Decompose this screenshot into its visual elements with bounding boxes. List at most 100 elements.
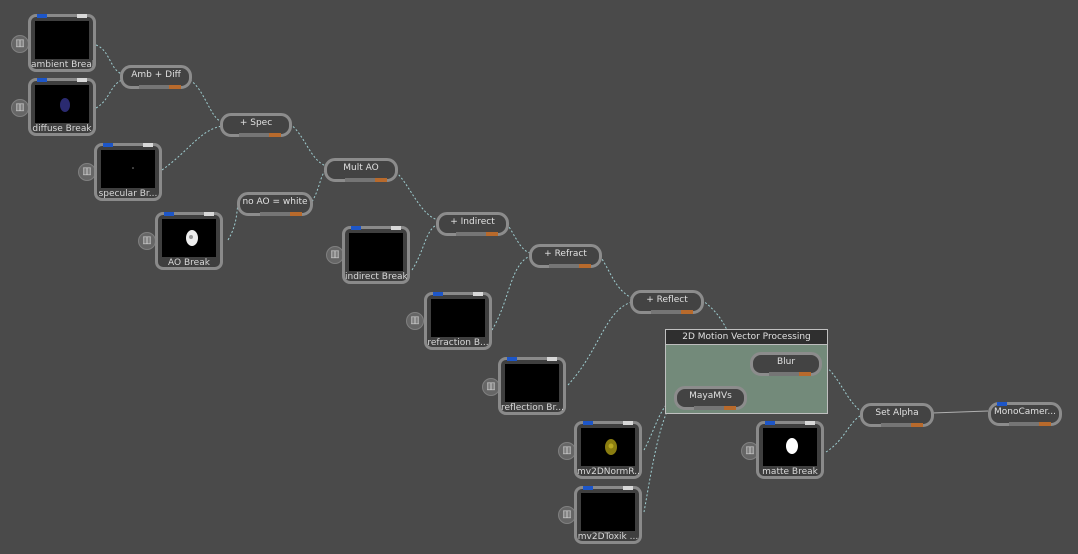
node-label: Blur	[776, 357, 796, 367]
camera-icon[interactable]: ▥	[11, 35, 29, 53]
read-node-reflection[interactable]: reflection Br...	[498, 357, 566, 415]
port-blue[interactable]	[765, 421, 775, 425]
read-node-specular[interactable]: specular Br...	[94, 143, 162, 201]
port-white[interactable]	[473, 292, 483, 296]
node-label: + Indirect	[450, 217, 495, 227]
op-node-mayamvs[interactable]: MayaMVs	[674, 386, 747, 410]
op-node-amb-diff[interactable]: Amb + Diff	[120, 65, 192, 89]
op-node-indirect[interactable]: + Indirect	[436, 212, 509, 236]
port-blue[interactable]	[37, 14, 47, 18]
wire	[567, 301, 633, 386]
port-white[interactable]	[623, 486, 633, 490]
read-node-diffuse[interactable]: diffuse Break	[28, 78, 96, 136]
wire	[227, 202, 241, 241]
op-node-monocamera[interactable]: MonoCamer...	[988, 402, 1062, 426]
port-blue[interactable]	[583, 486, 593, 490]
thumbnail-preview	[505, 364, 559, 402]
node-label: + Reflect	[646, 295, 688, 305]
wire	[825, 414, 863, 453]
wire	[95, 79, 123, 109]
port-orange[interactable]	[486, 232, 498, 236]
read-node-ao[interactable]: AO Break	[155, 212, 223, 270]
read-node-matte[interactable]: matte Break	[756, 421, 824, 479]
port-blue[interactable]	[433, 292, 443, 296]
port-blue[interactable]	[164, 212, 174, 216]
op-node-blur[interactable]: Blur	[750, 352, 822, 376]
port-white[interactable]	[77, 14, 87, 18]
port-grey[interactable]	[260, 212, 290, 216]
group-title: 2D Motion Vector Processing	[666, 330, 827, 345]
camera-icon[interactable]: ▥	[78, 163, 96, 181]
thumbnail-preview	[431, 299, 485, 337]
port-orange[interactable]	[169, 85, 181, 89]
port-grey[interactable]	[345, 178, 375, 182]
port-orange[interactable]	[375, 178, 387, 182]
port-blue[interactable]	[37, 78, 47, 82]
port-blue[interactable]	[583, 421, 593, 425]
node-label: Mult AO	[343, 163, 379, 173]
port-orange[interactable]	[681, 310, 693, 314]
node-label: refraction B...	[427, 338, 489, 348]
matte-shape	[786, 438, 798, 454]
port-grey[interactable]	[769, 372, 799, 376]
port-orange[interactable]	[269, 133, 281, 137]
thumbnail-preview	[101, 150, 155, 188]
camera-icon[interactable]: ▥	[11, 99, 29, 117]
port-blue[interactable]	[997, 402, 1007, 406]
wire	[395, 171, 439, 221]
port-orange[interactable]	[724, 406, 736, 410]
op-node-mult-ao[interactable]: Mult AO	[324, 158, 398, 182]
read-node-ambient[interactable]: ambient Break	[28, 14, 96, 72]
wire	[643, 397, 677, 513]
read-node-mv2dtoxik[interactable]: mv2DToxik ...	[574, 486, 642, 544]
port-grey[interactable]	[1009, 422, 1039, 426]
port-orange[interactable]	[579, 264, 591, 268]
thumbnail-preview	[35, 85, 89, 123]
camera-icon[interactable]: ▥	[138, 232, 156, 250]
node-label: MonoCamer...	[993, 407, 1057, 417]
port-white[interactable]	[547, 357, 557, 361]
node-label: Amb + Diff	[131, 70, 181, 80]
wire	[506, 223, 531, 254]
camera-icon[interactable]: ▥	[406, 312, 424, 330]
read-node-mv2dnorm[interactable]: mv2DNormR...	[574, 421, 642, 479]
port-grey[interactable]	[549, 264, 579, 268]
op-node-set-alpha[interactable]: Set Alpha	[860, 403, 934, 427]
port-grey[interactable]	[139, 85, 169, 89]
port-orange[interactable]	[1039, 422, 1051, 426]
port-orange[interactable]	[799, 372, 811, 376]
node-label: MayaMVs	[689, 391, 732, 401]
port-white[interactable]	[204, 212, 214, 216]
op-node-refract[interactable]: + Refract	[529, 244, 602, 268]
port-grey[interactable]	[456, 232, 486, 236]
node-label: specular Br...	[98, 189, 158, 199]
node-label: no AO = white	[242, 197, 308, 207]
port-white[interactable]	[623, 421, 633, 425]
node-label: indirect Break	[345, 272, 407, 282]
read-node-refraction[interactable]: refraction B...	[424, 292, 492, 350]
port-grey[interactable]	[694, 406, 724, 410]
port-white[interactable]	[143, 143, 153, 147]
op-node-reflect[interactable]: + Reflect	[630, 290, 704, 314]
port-blue[interactable]	[103, 143, 113, 147]
port-orange[interactable]	[290, 212, 302, 216]
port-grey[interactable]	[239, 133, 269, 137]
port-grey[interactable]	[651, 310, 681, 314]
port-white[interactable]	[391, 226, 401, 230]
wire	[289, 123, 327, 167]
specular-dot	[132, 167, 134, 169]
port-blue[interactable]	[351, 226, 361, 230]
op-node-no-ao-white[interactable]: no AO = white	[237, 192, 313, 216]
port-white[interactable]	[805, 421, 815, 425]
port-blue[interactable]	[507, 357, 517, 361]
port-white[interactable]	[77, 78, 87, 82]
node-label: ambient Break	[31, 60, 93, 70]
port-orange[interactable]	[911, 423, 923, 427]
read-node-indirect[interactable]: indirect Break	[342, 226, 410, 284]
thumbnail-preview	[763, 428, 817, 466]
op-node-spec[interactable]: + Spec	[220, 113, 292, 137]
port-grey[interactable]	[881, 423, 911, 427]
wire	[931, 410, 989, 414]
